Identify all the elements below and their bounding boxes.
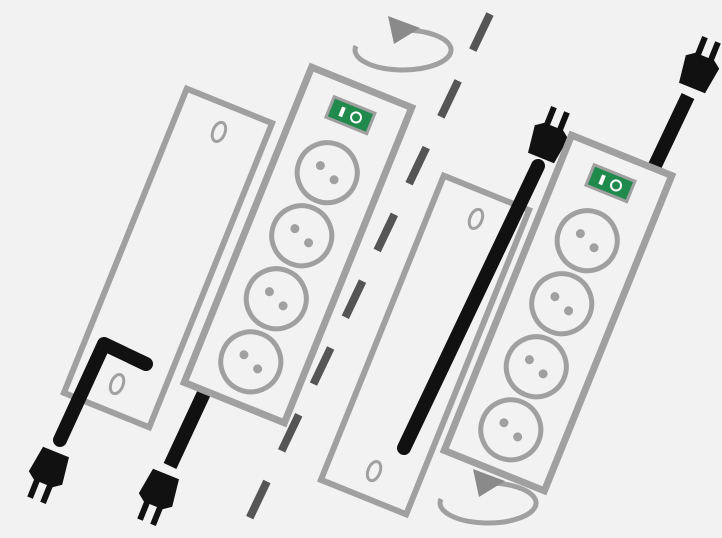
power-strip <box>439 130 677 496</box>
plug-icon <box>675 33 722 95</box>
plug-icon <box>129 467 183 529</box>
cable <box>53 337 153 447</box>
power-strip <box>179 62 417 428</box>
mounting-hole <box>108 373 126 396</box>
cable <box>643 92 695 180</box>
left-panel <box>19 16 451 529</box>
mounting-hole <box>467 207 485 230</box>
plug-icon <box>19 445 73 507</box>
rotate-arrow-icon <box>355 16 451 70</box>
mounting-plate <box>317 171 533 519</box>
dashed-divider <box>236 12 494 538</box>
power-switch-icon <box>323 94 377 136</box>
mounting-hole <box>210 120 228 143</box>
power-switch-icon <box>583 162 637 204</box>
mounting-hole <box>365 460 383 483</box>
cable <box>397 159 545 455</box>
right-panel <box>317 33 722 523</box>
cable <box>163 377 217 469</box>
